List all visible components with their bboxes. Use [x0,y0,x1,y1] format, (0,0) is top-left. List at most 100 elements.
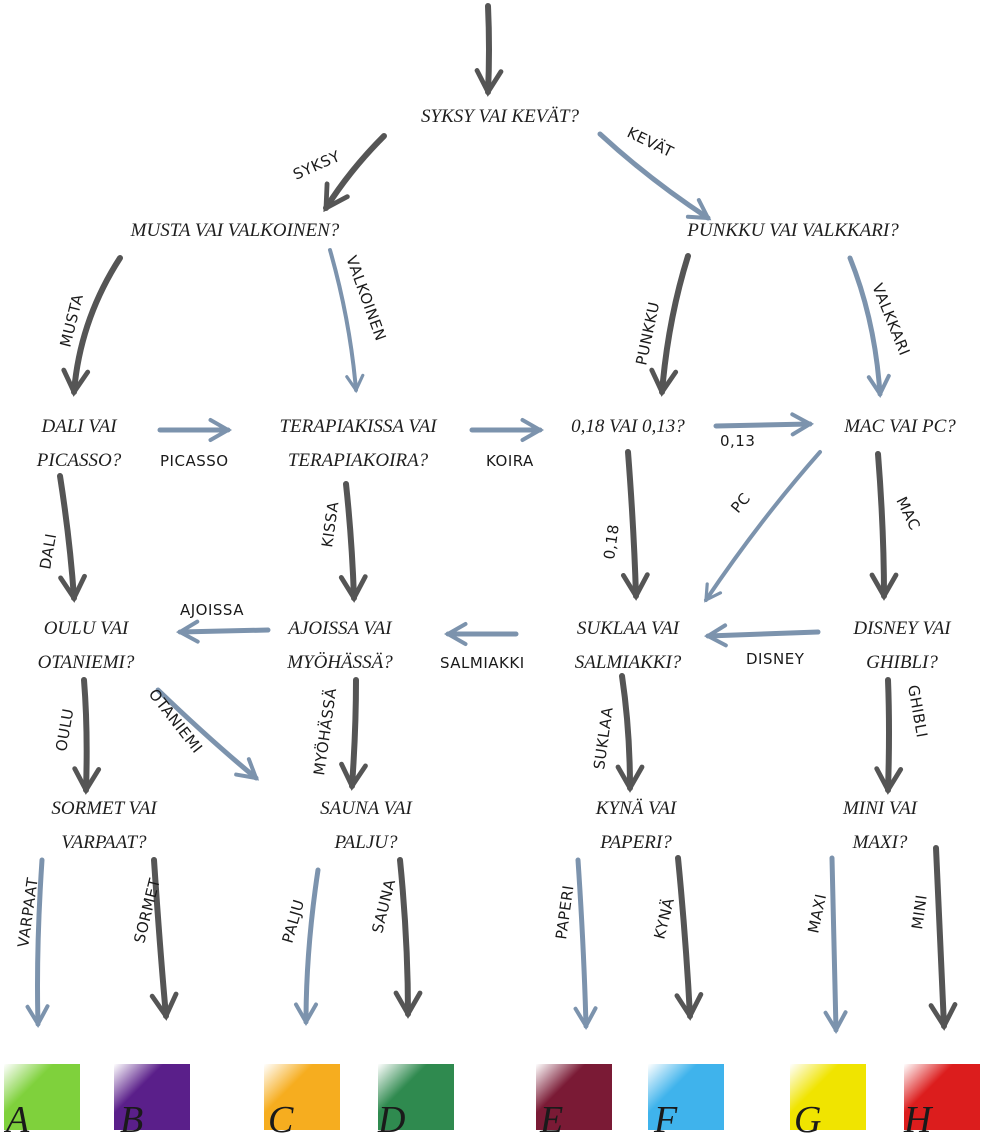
question-line: OULU VAI [43,618,129,639]
question-line: KYNÄ VAI [595,798,677,819]
arrow-suklaa [615,673,645,793]
label-oulu: OULU [52,707,77,753]
result-letter-f: F [654,1099,678,1141]
question-line: GHIBLI? [866,652,938,673]
label-ghibli: GHIBLI [904,684,931,740]
result-letter-e: E [540,1099,564,1141]
result-letter-g: G [794,1099,822,1141]
arrow-ajoissa [175,619,271,644]
question-sauna-palju: SAUNA VAI PALJU? [286,792,446,860]
arrow-maxi [823,855,848,1035]
question-oulu-otaniemi: OULU VAI OTANIEMI? [6,612,166,680]
question-line: TERAPIAKOIRA? [287,450,429,471]
label-018: 0,18 [600,523,623,561]
arrow-018 [620,449,650,601]
arrow-sauna [393,857,423,1019]
label-013: 0,13 [720,432,755,450]
arrow-myohassa [339,677,368,791]
result-swatch-h [904,1064,980,1130]
arrow-013 [713,412,815,437]
result-letter-a: A [6,1099,30,1141]
arrow-pc [704,450,822,603]
label-mini: MINI [908,893,931,930]
question-ajoissa-myohassa: AJOISSA VAI MYÖHÄSSÄ? [260,612,420,680]
result-letter-b: B [120,1099,144,1141]
question-line: PAPERI? [600,832,672,853]
arrow-oulu [72,677,102,795]
question-sormet-varpaat: SORMET VAI VARPAAT? [24,792,184,860]
question-line: OTANIEMI? [37,652,135,673]
question-line: SALMIAKKI? [574,652,682,673]
question-line: MINI VAI [842,798,918,819]
question-line: PICASSO? [36,450,122,471]
result-swatch-a [4,1064,80,1130]
arrow-varpaat [25,857,50,1029]
label-syksy: SYKSY [290,147,343,184]
question-suklaa-salmiakki: SUKLAA VAI SALMIAKKI? [546,612,710,680]
question-mac-pc: MAC VAI PC? [844,416,956,437]
label-pc: PC [727,489,754,516]
question-line: MAXI? [852,832,908,853]
question-line: TERAPIAKISSA VAI [279,416,437,437]
arrow-kissa [338,481,368,603]
arrow-kyna [674,855,704,1021]
arrow-otaniemi [155,687,260,781]
question-line: AJOISSA VAI [288,618,392,639]
question-line: DISNEY VAI [853,618,951,639]
label-paperi: PAPERI [552,884,577,941]
label-mac: MAC [892,494,923,533]
arrow-syksy [323,133,387,213]
question-kyna-paperi: KYNÄ VAI PAPERI? [556,792,716,860]
question-disney-ghibli: DISNEY VAI GHIBLI? [822,612,982,680]
result-letter-h: H [904,1099,932,1141]
arrow-dali [57,473,87,603]
arrow-palju [294,867,321,1027]
label-ajoissa: AJOISSA [180,601,244,619]
result-swatch-g [790,1064,866,1130]
question-line: VARPAAT? [61,832,147,853]
label-disney: DISNEY [746,650,805,668]
arrow-mac [869,451,899,601]
arrow-ghibli [874,677,904,795]
question-terapiakissa-terapiakoira: TERAPIAKISSA VAI TERAPIAKOIRA? [246,410,470,478]
result-swatch-f [648,1064,724,1130]
arrow-paperi [573,857,598,1031]
label-koira: KOIRA [486,452,534,470]
question-018-013: 0,18 VAI 0,13? [571,416,685,437]
question-mini-maxi: MINI VAI MAXI? [800,792,960,860]
label-dali: DALI [36,532,60,571]
label-myohassa: MYÖHÄSSÄ [309,686,340,776]
question-musta-valkoinen: MUSTA VAI VALKOINEN? [130,220,340,241]
label-kyna: KYNÄ [649,895,678,941]
arrow-disney [703,623,821,648]
question-line: SORMET VAI [51,798,157,819]
label-suklaa: SUKLAA [590,705,617,770]
result-letter-c: C [268,1099,294,1141]
result-swatch-c [264,1064,340,1130]
question-line: SAUNA VAI [320,798,412,819]
question-punkku-valkkari: PUNKKU VAI VALKKARI? [687,220,899,241]
label-maxi: MAXI [804,892,830,935]
question-line: DALI VAI [41,416,117,437]
label-palju: PALJU [279,897,309,945]
arrow-valkkari [847,255,891,399]
arrow-kevat [597,131,712,221]
question-line: PALJU? [334,832,398,853]
arrow-musta [61,255,123,397]
label-punkku: PUNKKU [632,300,663,367]
arrow-punkku [649,253,691,397]
arrow-sormet [149,857,179,1021]
question-line: SUKLAA VAI [576,618,680,639]
question-syksy-kevat: SYKSY VAI KEVÄT? [421,106,579,127]
question-line: MYÖHÄSSÄ? [287,652,393,673]
result-swatch-e [536,1064,612,1130]
result-letter-d: D [378,1099,406,1141]
question-dali-picasso: DALI VAI PICASSO? [4,410,154,478]
result-swatch-b [114,1064,190,1130]
label-sauna: SAUNA [368,877,399,935]
label-kevat: KEVÄT [624,123,677,162]
entry-arrow [474,3,504,97]
arrow-valkoinen [328,248,365,394]
